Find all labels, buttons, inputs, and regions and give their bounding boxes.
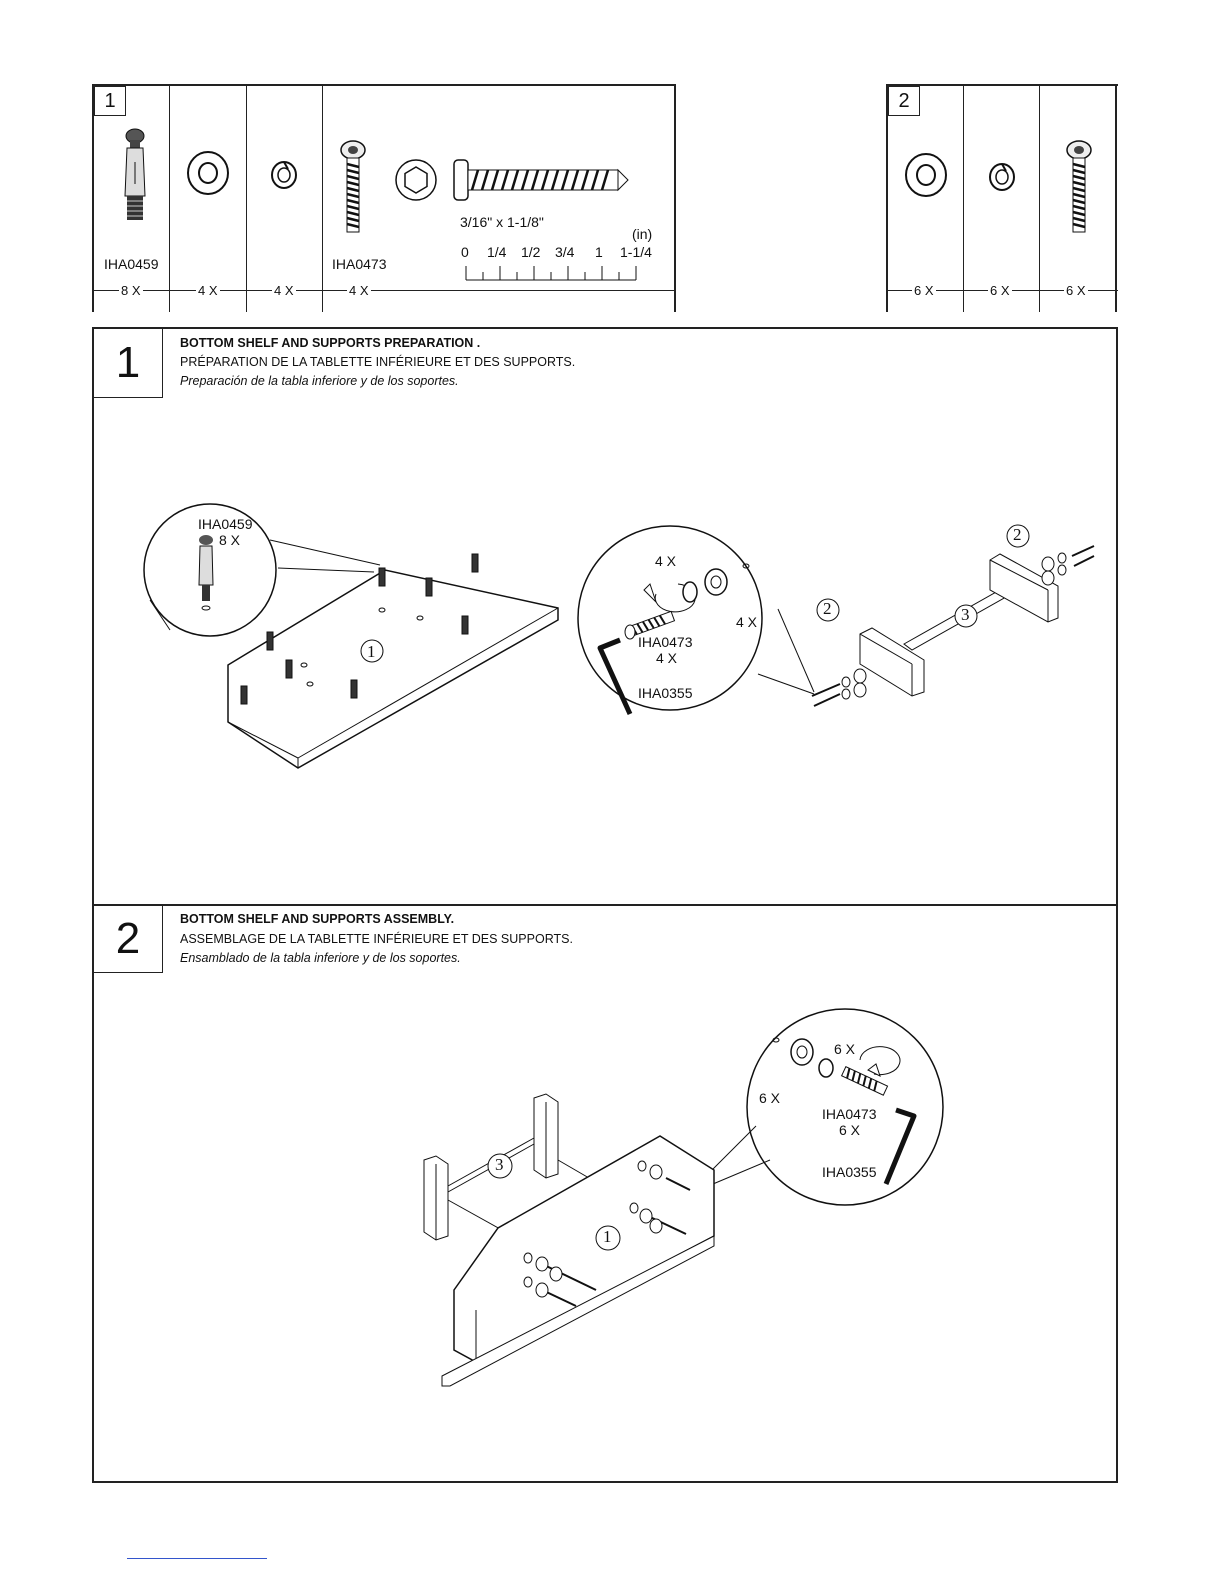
part-qty: 6 X <box>912 283 936 298</box>
bolt-qty: 6 X <box>839 1122 861 1138</box>
hex-socket-icon <box>395 159 437 201</box>
step-title-es: Ensamblado de la tabla inferiore y de lo… <box>180 951 461 965</box>
bottom-shelf-drawing <box>143 503 559 769</box>
panel-right-border <box>674 84 676 312</box>
bolt-side-view-icon <box>453 159 629 201</box>
part-qty: 6 X <box>988 283 1012 298</box>
rail-label: 3 <box>495 1155 504 1174</box>
ruler-tick: 1/2 <box>521 244 541 260</box>
part-code: IHA0459 <box>104 256 159 272</box>
divider <box>963 84 964 312</box>
support-label: 2 <box>823 599 832 618</box>
cam-qty: 8 X <box>219 532 241 548</box>
ruler-tick: 0 <box>461 244 469 260</box>
step-title-en: BOTTOM SHELF AND SUPPORTS ASSEMBLY. <box>180 912 455 926</box>
lock-washer-icon <box>989 163 1015 191</box>
divider <box>1039 84 1040 312</box>
supports-drawing <box>577 524 1095 716</box>
part-qty: 6 X <box>1064 283 1088 298</box>
cam-code: IHA0459 <box>198 516 253 532</box>
bolt-icon <box>1066 140 1092 233</box>
step-title-fr: ASSEMBLAGE DE LA TABLETTE INFÉRIEURE ET … <box>180 932 573 946</box>
part-qty: 8 X <box>119 283 143 298</box>
ruler-tick: 3/4 <box>555 244 575 260</box>
rail-label: 3 <box>961 605 970 624</box>
lock-washer-icon <box>271 161 297 189</box>
shelf-label: 1 <box>367 642 376 661</box>
panel-left-border <box>886 84 888 312</box>
ruler-unit: (in) <box>632 226 653 242</box>
washer-qty: 6 X <box>834 1041 856 1057</box>
step-title-es: Preparación de la tabla inferiore y de l… <box>180 374 459 388</box>
shelf-label: 1 <box>603 1227 612 1246</box>
part-qty: 4 X <box>196 283 220 298</box>
panel-top-border <box>92 84 676 86</box>
wrench-code: IHA0355 <box>822 1164 877 1180</box>
part-qty: 4 X <box>347 283 371 298</box>
flat-washer-icon <box>187 151 229 195</box>
support-label: 2 <box>1013 525 1022 544</box>
divider <box>322 84 323 312</box>
panel-number: 1 <box>94 86 126 116</box>
ruler-tick: 1-1/4 <box>620 244 652 260</box>
part-qty: 4 X <box>272 283 296 298</box>
flat-washer-icon <box>905 153 947 197</box>
panel-number: 2 <box>888 86 920 116</box>
panel-top-border <box>886 84 1118 86</box>
side-qty: 4 X <box>736 614 758 630</box>
step-title-fr: PRÉPARATION DE LA TABLETTE INFÉRIEURE ET… <box>180 355 576 369</box>
bolt-code: IHA0473 <box>822 1106 877 1122</box>
step-title-en: BOTTOM SHELF AND SUPPORTS PREPARATION . <box>180 336 481 350</box>
ruler-tick: 1 <box>595 244 603 260</box>
qty-line <box>92 290 676 291</box>
bolt-icon <box>340 140 366 233</box>
part-code: IHA0473 <box>332 256 387 272</box>
screw-size: 3/16" x 1-1/8" <box>460 214 544 230</box>
cam-bolt-icon <box>124 128 146 220</box>
divider <box>246 84 247 312</box>
side-qty: 6 X <box>759 1090 781 1106</box>
bolt-qty: 4 X <box>656 650 678 666</box>
divider <box>169 84 170 312</box>
ruler-tick: 1/4 <box>487 244 507 260</box>
panel-right-border <box>1115 84 1117 312</box>
footer-link-underline[interactable] <box>127 1558 267 1559</box>
bolt-code: IHA0473 <box>638 634 693 650</box>
washer-qty: 4 X <box>655 553 677 569</box>
step-divider <box>92 904 1118 906</box>
assembly-drawing <box>423 1008 944 1387</box>
step-number: 2 <box>94 906 163 973</box>
ruler <box>465 266 637 281</box>
wrench-code: IHA0355 <box>638 685 693 701</box>
panel-left-border <box>92 84 94 312</box>
step-number: 1 <box>94 329 163 398</box>
